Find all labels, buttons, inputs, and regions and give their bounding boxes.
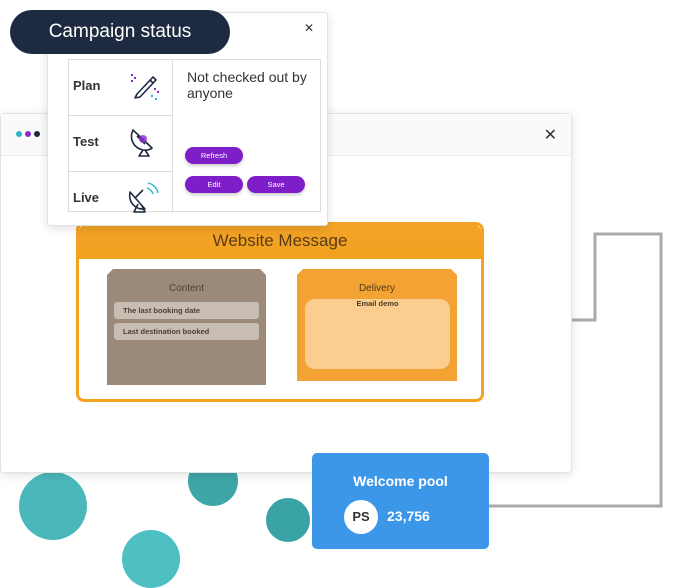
refresh-button[interactable]: Refresh: [185, 147, 243, 164]
welcome-pool-card[interactable]: Welcome pool PS 23,756: [312, 453, 489, 549]
stage-label: Plan: [73, 78, 101, 93]
stage-row-live[interactable]: Live: [69, 172, 173, 228]
window-dot: [25, 131, 31, 137]
close-icon[interactable]: ✕: [304, 21, 315, 35]
stage-label: Test: [73, 134, 99, 149]
stage-row-test[interactable]: Test: [69, 116, 173, 172]
window-dot: [34, 131, 40, 137]
welcome-pool-count: 23,756: [387, 508, 430, 524]
avatar: PS: [344, 500, 378, 534]
welcome-pool-title: Welcome pool: [353, 473, 448, 489]
window-dots: [16, 131, 40, 137]
content-title: Content: [168, 283, 205, 294]
stage-list: Plan Test: [69, 60, 173, 213]
content-card[interactable]: Content The last booking date Last desti…: [107, 269, 266, 385]
save-button[interactable]: Save: [247, 176, 305, 193]
website-message-title: Website Message: [212, 231, 348, 250]
website-message-header: Website Message: [76, 222, 484, 259]
edit-button[interactable]: Edit: [185, 176, 243, 193]
stage-label: Live: [73, 190, 100, 205]
close-icon[interactable]: ✕: [543, 125, 557, 144]
delivery-title: Delivery: [358, 283, 396, 294]
pencil-icon: [131, 74, 159, 100]
decorative-bubble: [19, 472, 87, 540]
decorative-bubble: [122, 530, 180, 588]
campaign-status-pill: Campaign status: [10, 10, 230, 54]
decorative-bubble: [266, 498, 310, 542]
stage-row-plan[interactable]: Plan: [69, 60, 173, 116]
satellite-dish-broadcasting-icon: [128, 182, 159, 213]
checkout-status-text: Not checked out by anyone: [187, 69, 307, 101]
delivery-card[interactable]: Delivery Email demo: [297, 269, 457, 381]
satellite-dish-icon: [130, 129, 153, 157]
window-dot: [16, 131, 22, 137]
delivery-item[interactable]: Email demo: [305, 299, 450, 369]
campaign-status-panel: Plan Test: [68, 59, 321, 213]
content-item[interactable]: The last booking date: [114, 302, 259, 319]
content-item[interactable]: Last destination booked: [114, 323, 259, 340]
